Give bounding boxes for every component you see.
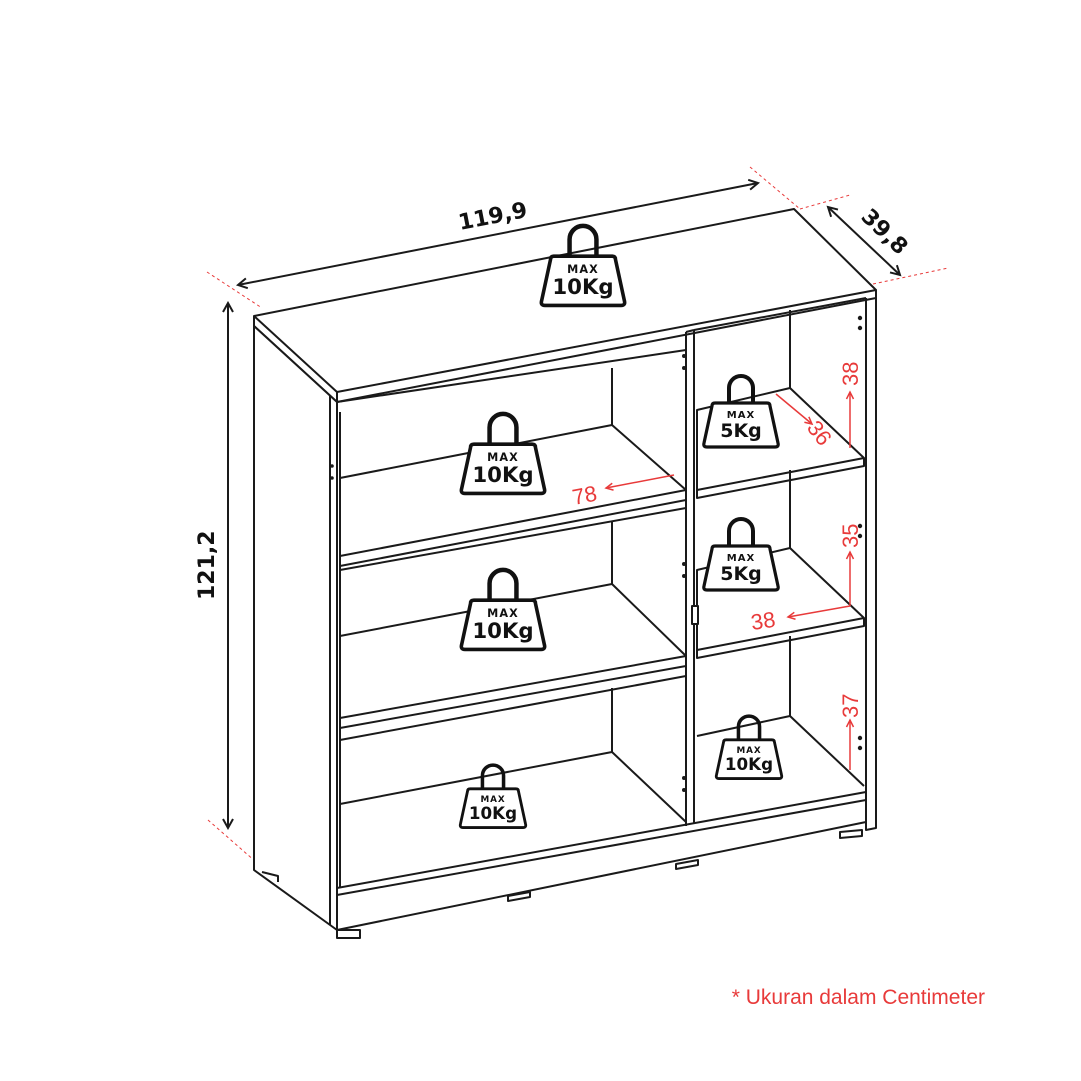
svg-text:MAX: MAX bbox=[727, 553, 755, 564]
peg-holes bbox=[330, 315, 863, 792]
svg-text:10Kg: 10Kg bbox=[725, 754, 773, 774]
left-side-panel bbox=[253, 325, 338, 931]
left-shelf-bottom bbox=[339, 751, 687, 823]
height-label: 121,2 bbox=[195, 530, 220, 600]
svg-text:MAX: MAX bbox=[487, 607, 519, 620]
right-mid-height-label: 35 bbox=[838, 524, 863, 548]
svg-text:MAX: MAX bbox=[487, 451, 519, 464]
base-plinth bbox=[336, 799, 867, 931]
right-bottom-height-label: 37 bbox=[838, 694, 863, 718]
unit-note: * Ukuran dalam Centimeter bbox=[731, 986, 985, 1009]
svg-text:10Kg: 10Kg bbox=[469, 803, 517, 823]
svg-text:MAX: MAX bbox=[567, 263, 599, 276]
right-side-panel bbox=[865, 298, 877, 831]
right-shelf-bottom bbox=[696, 715, 865, 787]
width-arrow bbox=[238, 183, 758, 285]
svg-text:10Kg: 10Kg bbox=[472, 463, 533, 488]
weight-icon-right-2: MAX 5Kg bbox=[701, 517, 781, 592]
svg-text:MAX: MAX bbox=[727, 410, 755, 421]
svg-text:5Kg: 5Kg bbox=[720, 563, 762, 585]
right-mid-depth-arrow bbox=[786, 605, 851, 620]
right-mid-depth-label: 38 bbox=[749, 607, 777, 635]
weight-icon-right-3: MAX 10Kg bbox=[714, 714, 784, 781]
svg-text:10Kg: 10Kg bbox=[552, 275, 613, 300]
weight-icon-left-1: MAX 10Kg bbox=[461, 414, 544, 494]
cabinet bbox=[253, 208, 877, 939]
left-top-depth-label: 78 bbox=[570, 481, 599, 510]
svg-text:5Kg: 5Kg bbox=[720, 420, 762, 442]
weight-icon-left-2: MAX 10Kg bbox=[461, 570, 544, 650]
weight-icon-top: MAX 10Kg bbox=[541, 226, 624, 306]
depth-label: 39,8 bbox=[856, 204, 912, 260]
svg-text:10Kg: 10Kg bbox=[472, 619, 533, 644]
weight-icon-left-3: MAX 10Kg bbox=[458, 763, 528, 830]
right-top-depth-arrow bbox=[775, 393, 814, 426]
svg-text:MAX: MAX bbox=[737, 746, 762, 756]
svg-text:MAX: MAX bbox=[481, 795, 506, 805]
depth-arrow bbox=[828, 207, 900, 275]
weight-icon-right-1: MAX 5Kg bbox=[701, 374, 781, 449]
extension-lines bbox=[206, 166, 949, 863]
left-top-depth-arrow bbox=[604, 474, 675, 491]
right-top-height-label: 38 bbox=[838, 362, 863, 386]
height-dimension: 121,2 bbox=[195, 303, 228, 828]
